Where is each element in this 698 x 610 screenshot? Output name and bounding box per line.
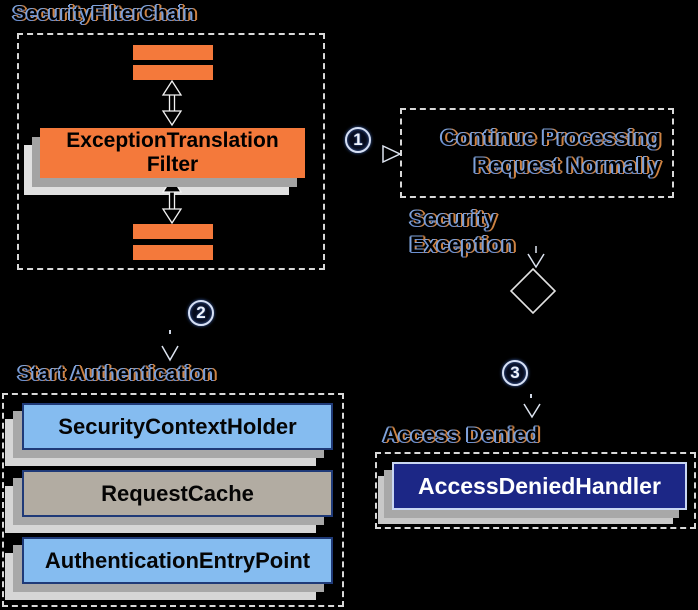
security-filter-chain-label: SecurityFilterChain — [13, 3, 197, 25]
continue-processing-line1: Continue Processing — [440, 125, 661, 150]
continue-processing-text: Continue Processing Request Normally — [441, 124, 661, 180]
exception-translation-filter-line2: Filter — [146, 153, 199, 176]
security-exception-line1: Security — [410, 206, 497, 231]
arrow-right-open-icon — [382, 144, 402, 164]
filter-bar-3 — [133, 224, 213, 239]
request-cache-stack: RequestCache — [5, 470, 333, 533]
decision-diamond-icon — [509, 267, 557, 315]
filter-bar-1 — [133, 45, 213, 60]
filter-bar-2 — [133, 65, 213, 80]
security-context-holder-stack: SecurityContextHolder — [5, 403, 333, 466]
start-authentication-container — [2, 393, 344, 607]
authentication-entry-point-box: AuthenticationEntryPoint — [22, 537, 333, 584]
arrow-down-open-icon — [527, 253, 545, 269]
security-context-holder-box: SecurityContextHolder — [22, 403, 333, 450]
step-2-badge: 2 — [188, 300, 214, 326]
security-exception-line2: Exception — [410, 232, 516, 257]
exception-translation-filter-line1: ExceptionTranslation — [66, 129, 279, 152]
exception-translation-filter-box: ExceptionTranslation Filter — [40, 128, 305, 178]
arrow-down-open-icon — [161, 345, 179, 362]
continue-processing-box: Continue Processing Request Normally — [400, 108, 674, 198]
access-denied-handler-box: AccessDeniedHandler — [392, 462, 687, 510]
arrow-down-open-icon — [523, 403, 541, 419]
continue-processing-line2: Request Normally — [473, 153, 661, 178]
security-filter-chain-container — [17, 33, 325, 270]
request-cache-box: RequestCache — [22, 470, 333, 517]
start-authentication-label: Start Authentication — [18, 363, 217, 385]
exception-translation-filter-stack: ExceptionTranslation Filter — [24, 128, 305, 195]
step-1-badge: 1 — [345, 127, 371, 153]
access-denied-handler-stack: AccessDeniedHandler — [378, 462, 687, 524]
access-denied-container — [375, 452, 696, 529]
access-denied-label: Access Denied — [383, 424, 541, 447]
authentication-entry-point-stack: AuthenticationEntryPoint — [5, 537, 333, 600]
filter-bar-4 — [133, 245, 213, 260]
security-exception-label: Security Exception — [410, 206, 515, 258]
step-3-badge: 3 — [502, 360, 528, 386]
